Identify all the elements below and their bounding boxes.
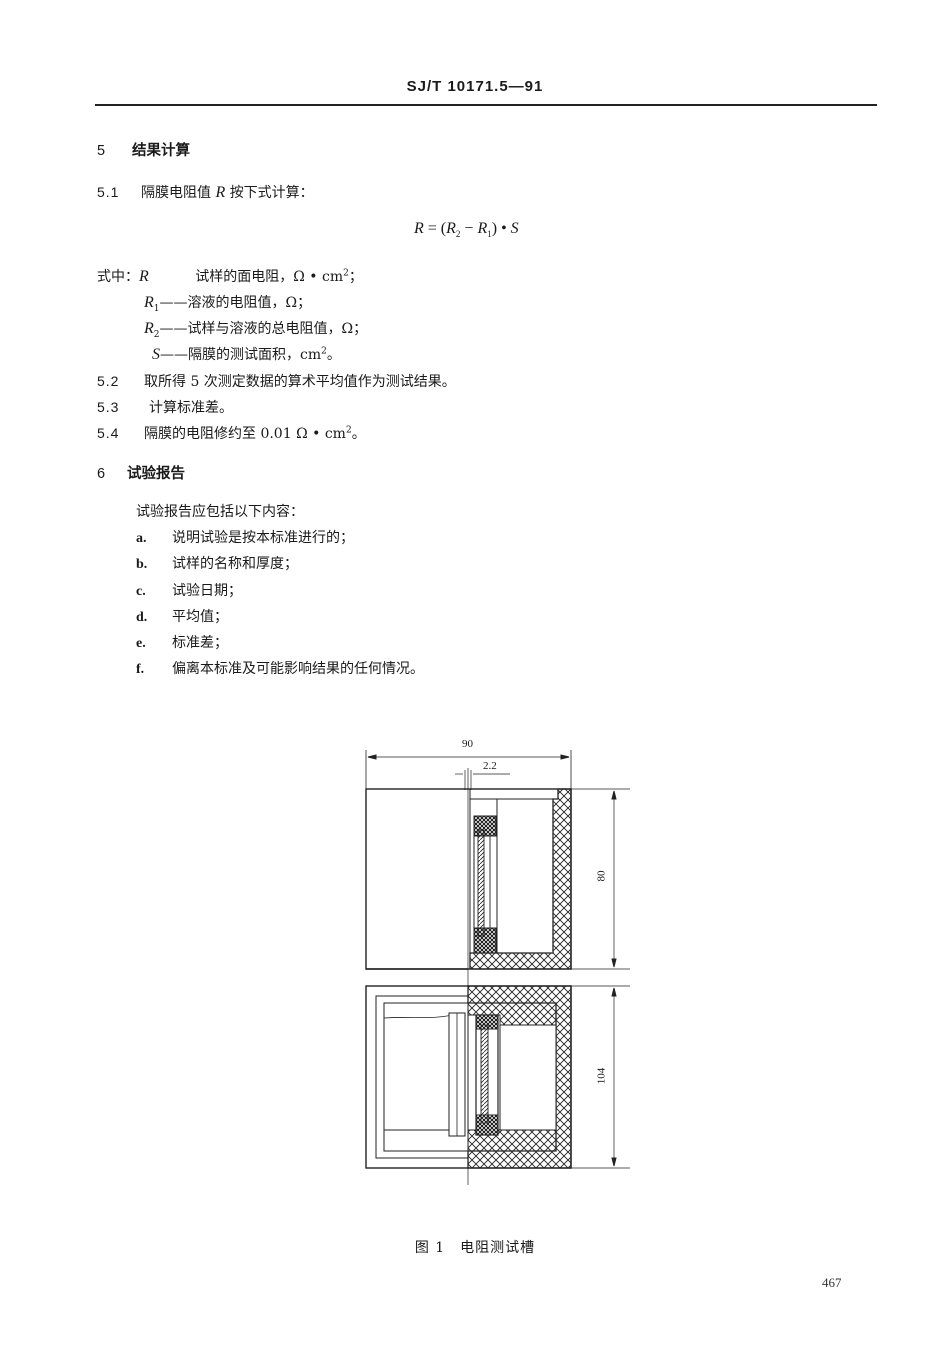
where-definition-r2: R2——试样与溶液的总电阻值，Ω； — [144, 320, 368, 340]
section-title: 结果计算 — [132, 143, 190, 159]
dimension-height-top: 80 — [595, 870, 608, 882]
resistance-formula: R = (R2 − R1) • S — [414, 220, 519, 240]
dimension-width: 90 — [462, 738, 473, 750]
clause-number: 5.1 — [97, 184, 120, 200]
report-item-c: c.试验日期； — [136, 583, 242, 599]
where-definition-r1: R1——溶液的电阻值，Ω； — [144, 294, 312, 314]
where-definition-s: S——隔膜的测试面积，cm2。 — [152, 346, 341, 363]
section-number: 5 — [97, 143, 106, 159]
dimension-gap: 2.2 — [483, 760, 497, 772]
page-number: 467 — [822, 1275, 842, 1290]
where-definition-r: 式中：R 试样的面电阻，Ω • cm2； — [97, 268, 363, 285]
section-5-heading: 5 结果计算 — [97, 139, 190, 160]
header-rule — [95, 104, 877, 106]
report-item-b: b.试样的名称和厚度； — [136, 556, 298, 572]
report-item-f: f.偏离本标准及可能影响结果的任何情况。 — [136, 661, 424, 677]
report-item-e: e.标准差； — [136, 635, 228, 651]
report-item-d: d.平均值； — [136, 609, 228, 625]
report-item-a: a.说明试验是按本标准进行的； — [136, 530, 354, 546]
standard-code: SJ/T 10171.5—91 — [406, 78, 544, 95]
dimension-height-bottom: 104 — [595, 1067, 608, 1085]
report-intro: 试验报告应包括以下内容： — [136, 504, 304, 520]
figure-caption: 图 1 电阻测试槽 — [414, 1240, 536, 1256]
